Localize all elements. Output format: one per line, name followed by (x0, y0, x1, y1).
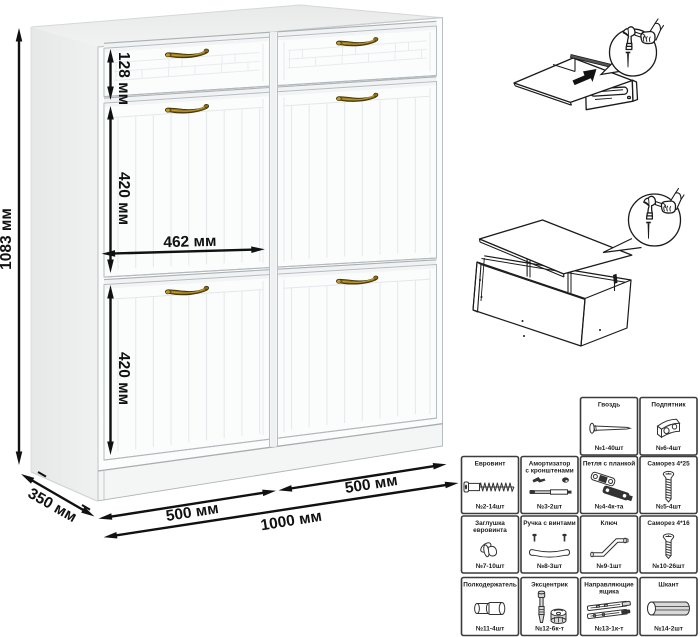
svg-text:№4-4к-та: №4-4к-та (595, 504, 624, 511)
svg-text:№5-4шт: №5-4шт (656, 504, 681, 511)
svg-text:1083 мм: 1083 мм (0, 208, 15, 270)
svg-text:с кронштенами: с кронштенами (525, 468, 573, 475)
svg-text:Шкант: Шкант (658, 582, 678, 589)
svg-text:420 мм: 420 мм (115, 352, 132, 405)
svg-text:№13-1к-т: №13-1к-т (595, 626, 624, 633)
svg-text:Петля с планкой: Петля с планкой (583, 460, 635, 468)
svg-text:Амортизатор: Амортизатор (529, 461, 571, 468)
svg-text:№6-4шт: №6-4шт (656, 445, 681, 452)
svg-text:Эксцентрик: Эксцентрик (531, 582, 569, 589)
svg-text:№8-3шт: №8-3шт (537, 563, 562, 570)
svg-text:Саморез 4*16: Саморез 4*16 (647, 520, 690, 527)
svg-text:№10-26шт: №10-26шт (652, 563, 684, 570)
svg-text:128 мм: 128 мм (115, 52, 132, 105)
svg-text:420 мм: 420 мм (115, 172, 132, 225)
svg-text:№9-1шт: №9-1шт (596, 563, 621, 570)
svg-text:№7-10шт: №7-10шт (476, 563, 505, 570)
svg-text:Заглушка: Заглушка (475, 520, 505, 527)
svg-text:Ручка с винтами: Ручка с винтами (523, 520, 576, 527)
svg-text:№2-14шт: №2-14шт (476, 504, 505, 511)
svg-text:Подпятник: Подпятник (651, 402, 686, 409)
svg-text:Евровинт: Евровинт (475, 461, 506, 468)
svg-text:№14-2шт: №14-2шт (654, 626, 683, 633)
svg-text:Полкодержатель: Полкодержатель (463, 582, 517, 589)
svg-text:Гвоздь: Гвоздь (598, 402, 620, 409)
svg-text:462 мм: 462 мм (163, 233, 217, 251)
svg-text:№12-6к-т: №12-6к-т (535, 626, 564, 633)
svg-text:евровинта: евровинта (473, 527, 507, 534)
svg-text:№11-4шт: №11-4шт (476, 626, 505, 633)
svg-text:Ключ: Ключ (601, 520, 618, 527)
svg-text:ящика: ящика (599, 589, 619, 596)
svg-text:Саморез 4*25: Саморез 4*25 (647, 461, 690, 468)
svg-text:№1-40шт: №1-40шт (595, 445, 624, 452)
svg-text:№3-2шт: №3-2шт (537, 504, 562, 511)
svg-text:Направляющие: Направляющие (584, 582, 634, 589)
